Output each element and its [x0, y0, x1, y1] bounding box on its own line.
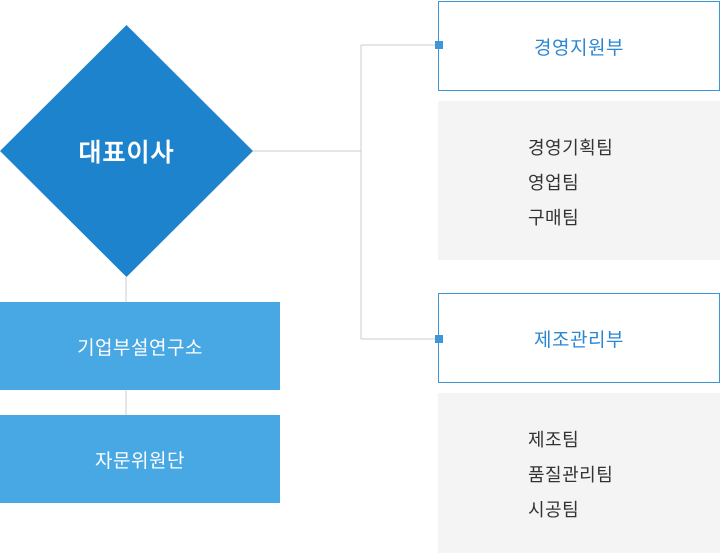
dept-2-connector-node [435, 335, 443, 343]
dept-manufacturing-box: 제조관리부 [438, 293, 720, 383]
dept-management-support-box: 경영지원부 [438, 1, 720, 91]
team-item: 경영기획팀 [528, 138, 614, 159]
ceo-label: 대표이사 [78, 138, 175, 167]
dept-1-connector-node [435, 41, 443, 49]
management-support-teams-panel: 경영기획팀 영업팀 구매팀 [438, 101, 720, 260]
team-item: 구매팀 [528, 208, 580, 229]
research-lab-box: 기업부설연구소 [0, 302, 280, 390]
team-item: 시공팀 [528, 500, 580, 521]
team-item: 영업팀 [528, 173, 580, 194]
manufacturing-teams-panel: 제조팀 품질관리팀 시공팀 [438, 393, 720, 553]
advisory-board-box: 자문위원단 [0, 415, 280, 503]
team-item: 품질관리팀 [528, 465, 614, 486]
team-item: 제조팀 [528, 430, 580, 451]
